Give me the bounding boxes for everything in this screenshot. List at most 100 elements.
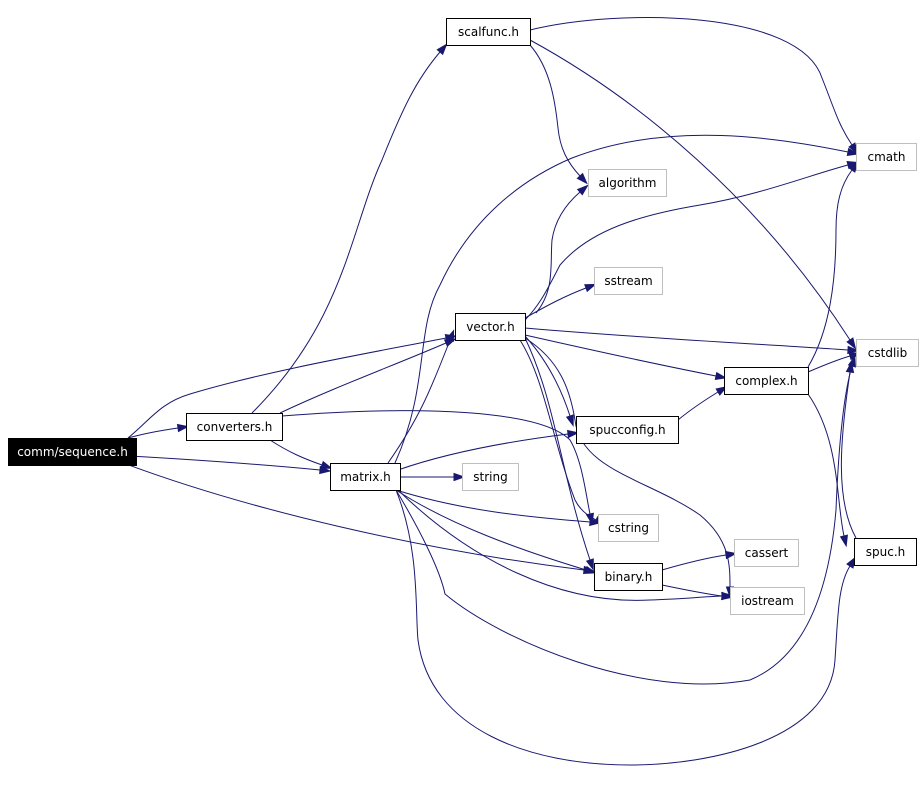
- node-box: [446, 18, 531, 46]
- node-box: [462, 463, 519, 491]
- edge-matrix-to-binary: [395, 489, 598, 574]
- edge-line: [127, 427, 179, 439]
- edge-line: [529, 39, 851, 341]
- arrowhead-icon: [567, 429, 580, 439]
- arrowhead-icon: [585, 558, 594, 571]
- arrowhead-icon: [715, 386, 728, 396]
- node-box: [455, 313, 526, 341]
- node-label: comm/sequence.h: [17, 445, 128, 459]
- edge-binary-to-cassert: [661, 550, 738, 571]
- edge-complex-to-cmath: [807, 160, 859, 368]
- arrowhead-icon: [721, 591, 734, 601]
- node-label: converters.h: [197, 420, 273, 434]
- edge-sequence-to-converters: [127, 423, 190, 439]
- edge-spucconfig-to-complex: [677, 386, 728, 421]
- edge-binary-to-iostream: [661, 584, 734, 601]
- node-vector[interactable]: vector.h: [455, 313, 526, 341]
- edge-vector-to-binary: [524, 337, 594, 571]
- node-box: [186, 413, 283, 441]
- arrowhead-icon: [565, 414, 574, 427]
- node-label: vector.h: [466, 320, 514, 334]
- node-box: [594, 563, 663, 591]
- node-sequence[interactable]: comm/sequence.h: [8, 438, 137, 466]
- arrowhead-icon: [584, 283, 597, 293]
- edge-line: [661, 584, 723, 597]
- node-scalfunc[interactable]: scalfunc.h: [446, 18, 531, 46]
- node-label: cstdlib: [868, 346, 907, 360]
- edge-line: [129, 455, 321, 471]
- edge-line: [524, 164, 849, 321]
- node-spuc[interactable]: spuc.h: [854, 538, 917, 566]
- edge-line: [807, 393, 845, 537]
- edge-line: [840, 371, 857, 539]
- edge-vector-to-algorithm: [535, 184, 589, 314]
- edge-line: [535, 191, 581, 314]
- edge-line: [661, 554, 727, 571]
- node-sstream: sstream: [594, 267, 663, 295]
- edge-matrix-to-iostream: [397, 489, 734, 601]
- edge-line: [387, 339, 451, 464]
- node-box: [856, 339, 919, 367]
- edge-line: [127, 337, 447, 439]
- node-spucconfig[interactable]: spucconfig.h: [576, 416, 679, 444]
- edge-line: [394, 134, 849, 464]
- node-box: [734, 539, 799, 567]
- arrowhead-icon: [320, 460, 333, 469]
- node-label: algorithm: [599, 176, 657, 190]
- edge-line: [269, 439, 323, 466]
- edge-scalfunc-to-cstdlib: [529, 39, 857, 350]
- edge-line: [807, 169, 853, 368]
- arrowhead-icon: [453, 472, 466, 482]
- node-cstdlib: cstdlib: [856, 339, 919, 367]
- node-iostream: iostream: [730, 587, 805, 615]
- node-box: [730, 587, 805, 615]
- node-label: spucconfig.h: [589, 423, 665, 437]
- edge-converters-to-vector: [279, 338, 457, 414]
- node-label: binary.h: [605, 570, 653, 584]
- node-binary[interactable]: binary.h: [594, 563, 663, 591]
- arrowhead-icon: [839, 534, 848, 548]
- edge-matrix-to-spucconfig: [397, 429, 580, 471]
- edge-scalfunc-to-cmath: [529, 17, 859, 155]
- edge-line: [519, 339, 597, 521]
- edge-sequence-to-matrix: [129, 455, 332, 475]
- edge-line: [524, 334, 717, 377]
- arrowhead-icon: [576, 184, 589, 196]
- edge-line: [279, 342, 447, 414]
- arrowhead-icon: [436, 43, 448, 56]
- edge-line: [395, 365, 853, 685]
- edge-layer: [125, 17, 862, 766]
- arrowhead-icon: [846, 337, 857, 350]
- edge-line: [529, 44, 581, 177]
- arrowhead-icon: [584, 565, 598, 574]
- node-converters[interactable]: converters.h: [186, 413, 283, 441]
- edge-vector-to-iostream: [524, 337, 735, 599]
- edge-line: [677, 391, 719, 421]
- edge-line: [524, 327, 849, 351]
- edge-converters-to-matrix: [269, 439, 333, 469]
- edge-matrix-to-string: [400, 472, 466, 482]
- node-box: [856, 143, 917, 171]
- edge-line: [395, 489, 851, 766]
- node-label: sstream: [604, 274, 652, 288]
- arrowhead-icon: [847, 345, 860, 355]
- edge-vector-to-complex: [524, 334, 728, 380]
- edge-line: [524, 337, 731, 588]
- edge-matrix-to-cmath: [394, 134, 860, 464]
- node-label: string: [473, 470, 507, 484]
- node-label: cmath: [868, 150, 906, 164]
- arrowhead-icon: [576, 172, 588, 185]
- edge-sequence-to-vector: [127, 334, 458, 439]
- edge-line: [524, 335, 571, 417]
- edge-vector-to-cstdlib: [524, 327, 860, 355]
- edge-line: [251, 51, 441, 414]
- node-label: spuc.h: [866, 545, 906, 559]
- edge-vector-to-spucconfig: [524, 335, 574, 427]
- edge-scalfunc-to-algorithm: [529, 44, 588, 185]
- arrowhead-icon: [724, 550, 738, 560]
- node-matrix[interactable]: matrix.h: [330, 463, 401, 491]
- edge-line: [397, 489, 723, 601]
- node-complex[interactable]: complex.h: [724, 367, 809, 395]
- node-cassert: cassert: [734, 539, 799, 567]
